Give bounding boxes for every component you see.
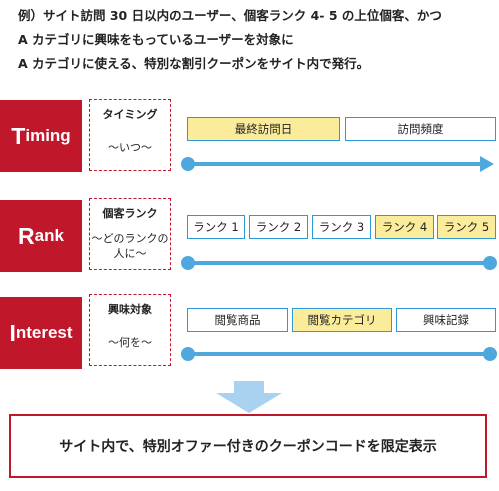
result-text: サイト内で、特別オファー付きのクーポンコードを限定表示	[59, 439, 437, 455]
interest-dimension-name: 興味対象	[108, 303, 152, 316]
rank-dimension-box: 個客ランク ～どのランクの 人に～	[89, 198, 171, 270]
intro-text: 例）サイト訪問 30 日以内のユーザー、個客ランク 4- 5 の上位個客、かつ …	[18, 4, 494, 76]
timing-timeline-start-dot	[181, 157, 195, 171]
interest-range-end-dot	[483, 347, 497, 361]
intro-line-2: A カテゴリに興味をもっているユーザーを対象に	[18, 32, 294, 47]
timing-dimension-sub: ～いつ～	[90, 140, 170, 155]
rank-dimension-name: 個客ランク	[102, 207, 158, 220]
timing-timeline	[188, 162, 480, 166]
option-rank-4[interactable]: ランク 4	[375, 215, 434, 239]
timing-label-initial: T	[11, 122, 26, 149]
rank-range-line	[188, 261, 490, 265]
interest-label-initial: I	[9, 319, 16, 346]
result-box: サイト内で、特別オファー付きのクーポンコードを限定表示	[9, 414, 487, 478]
option-rank-1[interactable]: ランク 1	[187, 215, 245, 239]
interest-dimension-sub: ～何を～	[90, 335, 170, 350]
rank-label-rest: ank	[34, 226, 64, 245]
timing-sub-line-1: ～いつ～	[108, 141, 152, 154]
interest-dimension-box: 興味対象 ～何を～	[89, 294, 171, 366]
option-interest-record[interactable]: 興味記録	[396, 308, 496, 332]
option-rank-5[interactable]: ランク 5	[437, 215, 496, 239]
option-viewed-category[interactable]: 閲覧カテゴリ	[292, 308, 392, 332]
option-visit-frequency[interactable]: 訪問頻度	[345, 117, 496, 141]
rank-label-initial: R	[18, 222, 35, 249]
timing-timeline-arrowhead	[480, 156, 494, 172]
rank-sub-line-1: ～どのランクの	[91, 232, 169, 245]
timing-label-rest: iming	[25, 126, 71, 145]
option-viewed-products[interactable]: 閲覧商品	[187, 308, 288, 332]
rank-dimension-sub: ～どのランクの 人に～	[90, 231, 170, 261]
option-last-visit-date[interactable]: 最終訪問日	[187, 117, 340, 141]
rank-range-end-dot	[483, 256, 497, 270]
timing-dimension-box: タイミング ～いつ～	[89, 99, 171, 171]
option-rank-3[interactable]: ランク 3	[312, 215, 371, 239]
timing-dimension-name: タイミング	[102, 108, 158, 121]
interest-sub-line-1: ～何を～	[108, 336, 152, 349]
down-arrow-icon	[216, 381, 282, 413]
rank-range-start-dot	[181, 256, 195, 270]
interest-label-rest: nterest	[15, 323, 73, 342]
intro-line-1: 例）サイト訪問 30 日以内のユーザー、個客ランク 4- 5 の上位個客、かつ	[18, 8, 442, 23]
interest-range-line	[188, 352, 490, 356]
interest-range-start-dot	[181, 347, 195, 361]
intro-line-3: A カテゴリに使える、特別な割引クーポンをサイト内で発行。	[18, 56, 370, 71]
option-rank-2[interactable]: ランク 2	[249, 215, 308, 239]
rank-sub-line-2: 人に～	[113, 247, 147, 260]
